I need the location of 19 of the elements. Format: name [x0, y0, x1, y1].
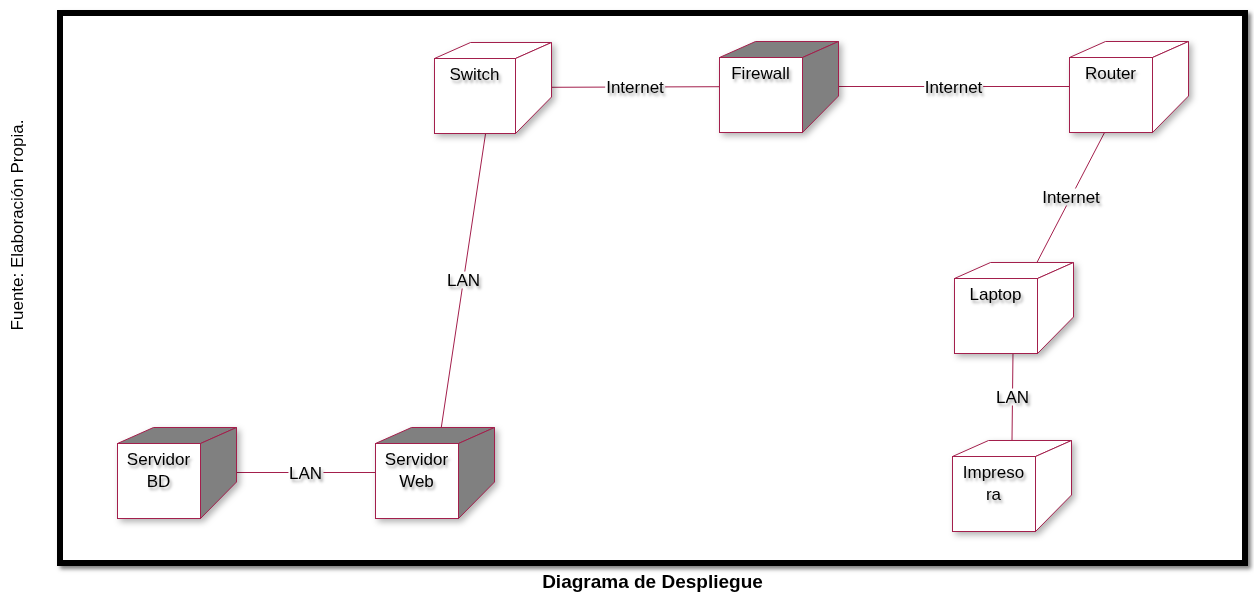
node-label: Laptop — [968, 284, 1023, 306]
edge-label: Internet — [923, 78, 984, 95]
node-label: Router — [1084, 63, 1137, 85]
node-label: Switch — [448, 64, 501, 86]
connector-line — [550, 86, 720, 88]
connector-line — [837, 86, 1070, 87]
node-label: Servidor Web — [383, 449, 450, 493]
node-label: Firewall — [730, 63, 791, 85]
node-label: Impresora — [961, 462, 1026, 506]
edge-label: Internet — [1041, 188, 1101, 206]
edge-label: LAN — [994, 388, 1031, 405]
caption: Diagrama de Despliegue — [541, 570, 764, 594]
connector-line — [440, 132, 487, 428]
edge-label: LAN — [287, 464, 324, 481]
node-label: Servidor BD — [125, 449, 192, 493]
connector-line — [1011, 352, 1014, 441]
source-note: Fuente: Elaboración Propia. — [7, 119, 29, 331]
edge-label: Internet — [605, 78, 665, 96]
edge-label: LAN — [445, 271, 482, 289]
